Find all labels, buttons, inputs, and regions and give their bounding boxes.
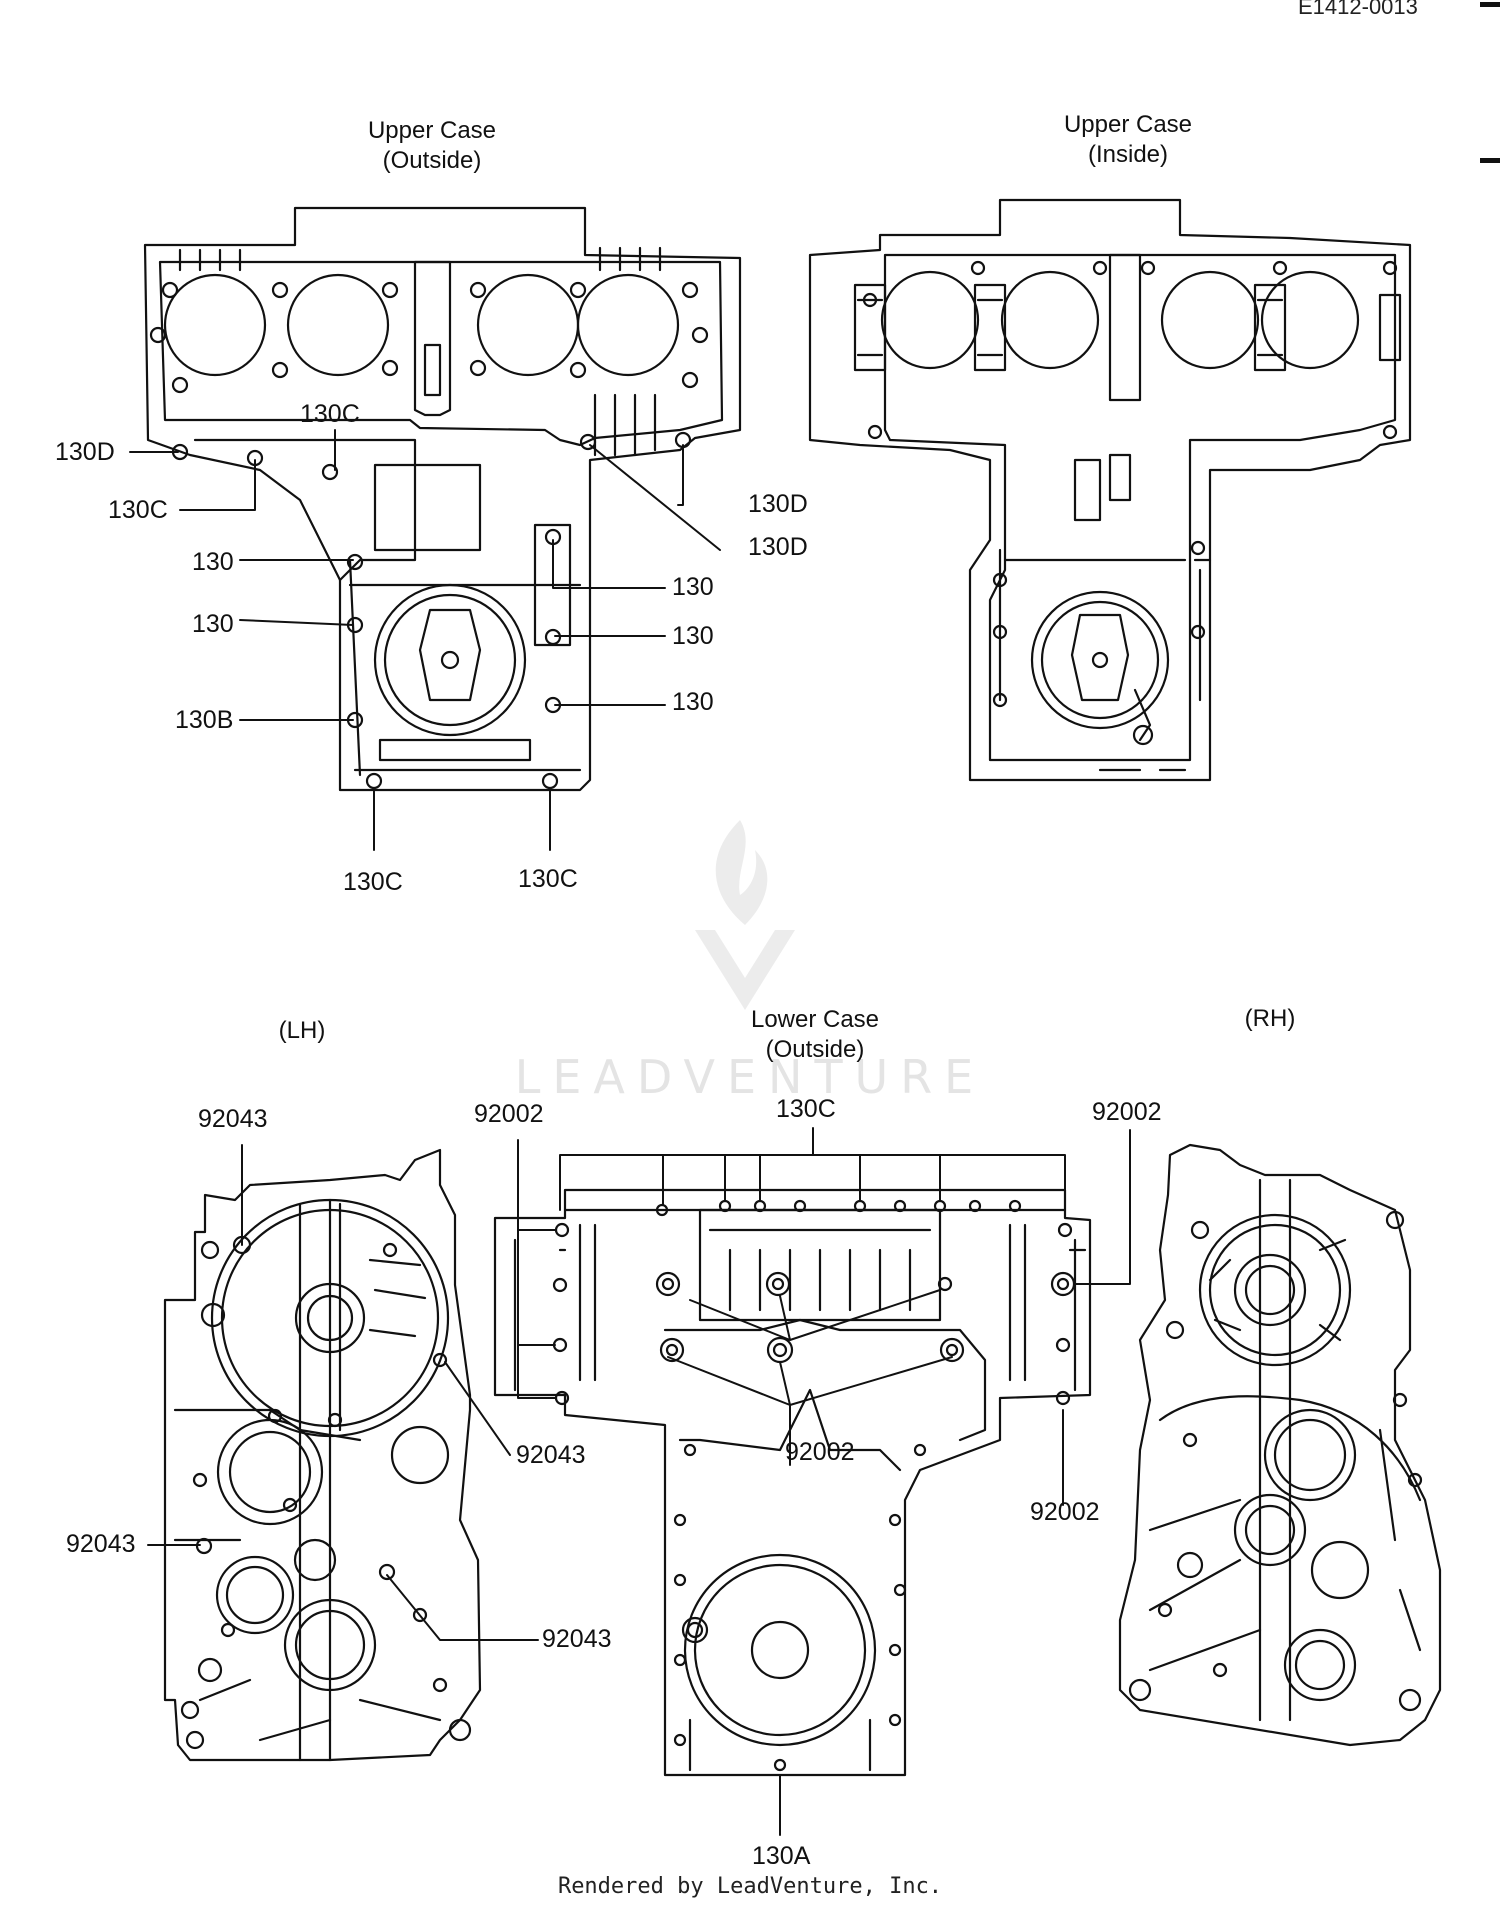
callout-92002-center: 92002 <box>785 1438 855 1466</box>
callout-130-right-2: 130 <box>672 622 714 650</box>
callout-92043-left: 92043 <box>66 1530 136 1558</box>
callout-92043-right-1: 92043 <box>516 1441 586 1469</box>
callout-leader-lines <box>129 429 1131 1836</box>
callout-130c-bottom-right: 130C <box>518 865 578 893</box>
title-upper-outside-line2: (Outside) <box>382 147 482 174</box>
title-lower-outside: Lower Case (Outside) <box>751 1005 879 1065</box>
callout-130-right-1: 130 <box>672 573 714 601</box>
watermark-text: LEADVENTURE <box>514 1050 986 1104</box>
title-lower-outside-line2: (Outside) <box>765 1036 865 1063</box>
title-upper-outside-line1: Upper Case <box>367 117 497 144</box>
callout-92002-top-right: 92002 <box>1092 1098 1162 1126</box>
callout-92002-right: 92002 <box>1030 1498 1100 1526</box>
upper-case-outside-drawing <box>143 206 742 792</box>
callout-130c-lower: 130C <box>776 1095 836 1123</box>
callout-130-left-2: 130 <box>192 610 234 638</box>
callout-130-left-1: 130 <box>192 548 234 576</box>
callout-130a: 130A <box>752 1842 811 1870</box>
document-id: E1412-0013 <box>1298 0 1418 19</box>
title-lower-rh: (RH) <box>1244 1005 1296 1032</box>
callout-130-right-3: 130 <box>672 688 714 716</box>
callout-92043-right-2: 92043 <box>542 1625 612 1653</box>
callout-92043-top: 92043 <box>198 1105 268 1133</box>
callout-130d-right-2: 130D <box>748 533 808 561</box>
callout-92002-top-left: 92002 <box>474 1100 544 1128</box>
title-lower-outside-line1: Lower Case <box>750 1006 880 1033</box>
lower-case-outside-drawing <box>493 1188 1092 1777</box>
upper-case-inside-drawing <box>808 198 1412 782</box>
title-upper-inside: Upper Case (Inside) <box>1064 110 1192 170</box>
callout-130b: 130B <box>175 706 234 734</box>
callout-130d-left: 130D <box>55 438 115 466</box>
title-upper-outside: Upper Case (Outside) <box>368 116 496 176</box>
title-lower-lh: (LH) <box>278 1017 326 1044</box>
callout-130c-left: 130C <box>108 496 168 524</box>
callout-130c-bottom-left: 130C <box>343 868 403 896</box>
callout-130c-top: 130C <box>300 400 360 428</box>
title-upper-inside-line1: Upper Case <box>1063 111 1193 138</box>
lower-case-lh-drawing <box>163 1148 482 1762</box>
render-credit: Rendered by LeadVenture, Inc. <box>557 1874 943 1899</box>
title-upper-inside-line2: (Inside) <box>1087 141 1169 168</box>
callout-130d-right-1: 130D <box>748 490 808 518</box>
lower-case-rh-drawing <box>1118 1143 1442 1747</box>
